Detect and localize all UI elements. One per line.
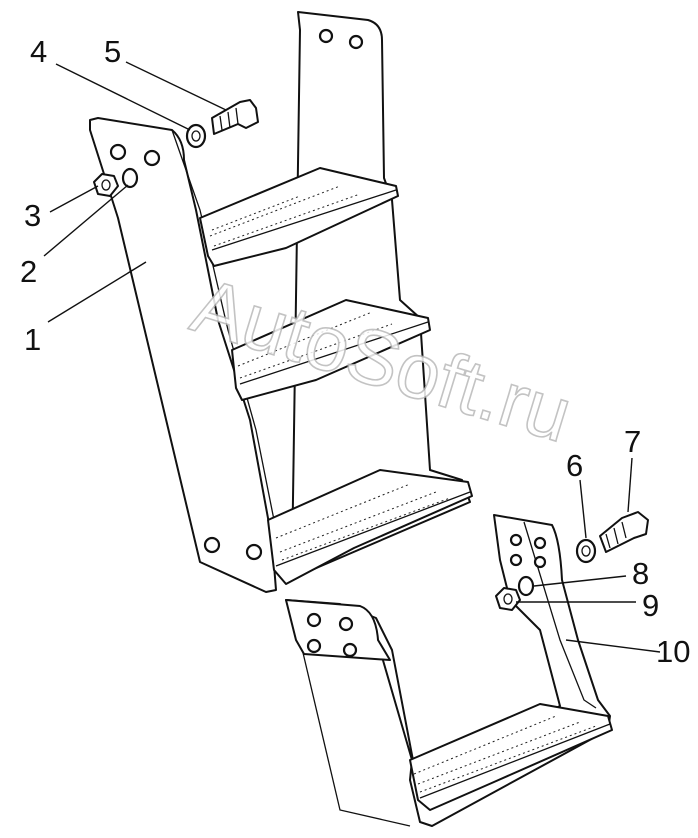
step-top xyxy=(199,167,399,267)
washer-upper xyxy=(185,123,207,149)
step-bottom-upper xyxy=(267,469,473,585)
step-middle xyxy=(231,299,431,401)
callout-10: 10 xyxy=(656,634,690,669)
callout-4: 4 xyxy=(30,34,47,69)
step-lower xyxy=(409,703,613,811)
leader-lines xyxy=(43,61,661,653)
callout-8: 8 xyxy=(632,556,649,591)
callout-6: 6 xyxy=(566,448,583,483)
lower-bracket-plate xyxy=(285,599,391,661)
nut-upper xyxy=(93,173,119,197)
washer-lower xyxy=(575,538,597,564)
upper-ladder-back-rail xyxy=(291,11,471,576)
lock-washer-upper xyxy=(121,167,139,189)
upper-ladder-side-plate xyxy=(89,117,279,593)
callout-9: 9 xyxy=(642,588,659,623)
callout-3: 3 xyxy=(24,198,41,233)
bolt-upper xyxy=(211,99,259,135)
callout-2: 2 xyxy=(20,254,37,289)
callout-7: 7 xyxy=(624,424,641,459)
bolt-lower xyxy=(599,511,649,553)
lock-washer-lower xyxy=(517,575,535,597)
nut-lower xyxy=(495,587,521,611)
callout-5: 5 xyxy=(104,34,121,69)
callout-labels: 1 2 3 4 5 6 7 8 9 10 xyxy=(20,34,690,669)
callout-1: 1 xyxy=(24,322,41,357)
